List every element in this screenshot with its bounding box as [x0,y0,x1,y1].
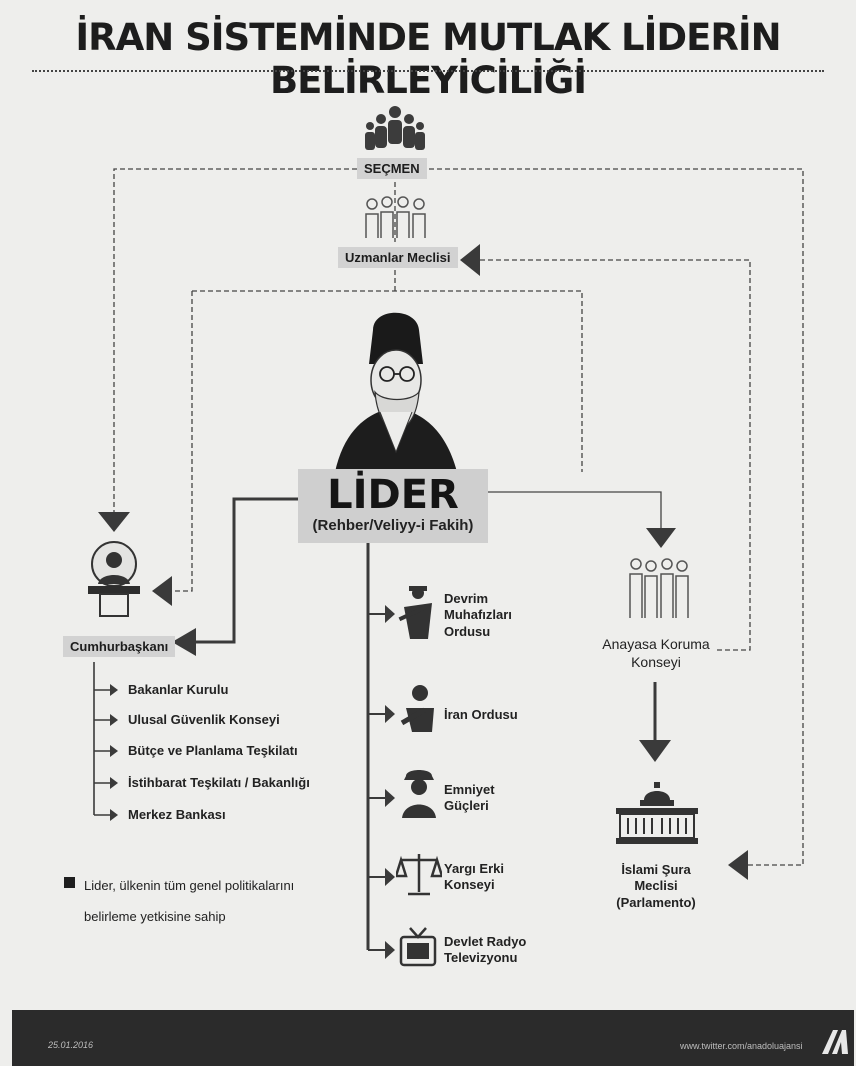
guardian-council-label: Anayasa Koruma Konseyi [602,636,710,670]
revolutionary-guard-icon [398,586,432,639]
footer-date: 25.01.2016 [48,1040,94,1050]
soldier-icon [400,685,434,732]
parliament-label: İslami Şura Meclisi (Parlamento) [596,862,716,911]
scales-icon [396,854,442,896]
anadolu-agency-logo-icon [822,1030,848,1054]
president-body-item: Bakanlar Kurulu [128,682,229,697]
police-icon [402,770,436,818]
arrow-to-assembly-icon [460,244,480,276]
voter-label: SEÇMEN [357,158,427,179]
leader-body-item: Emniyet Güçleri [444,782,495,814]
president-body-item: Ulusal Güvenlik Konseyi [128,712,280,727]
leader-body-item: Devlet Radyo Televizyonu [444,934,527,966]
page-title: İRAN SİSTEMİNDE MUTLAK LİDERİN BELİRLEYİ… [75,16,781,102]
voters-crowd-icon [365,106,425,150]
policy-note: Lider, ülkenin tüm genel politikalarını … [84,878,295,924]
arrow-to-president-side-icon [152,576,172,606]
title-divider [32,70,824,72]
arrow-leader-to-president-icon [172,628,196,656]
assembly-label: Uzmanlar Meclisi [338,247,458,268]
footer-bar: 25.01.2016 www.twitter.com/anadoluajansi [12,1010,854,1066]
president-body-item: İstihbarat Teşkilatı / Bakanlığı [128,775,310,790]
parliament-label-line1: İslami Şura [621,862,691,877]
parliament-label-line3: (Parlamento) [616,894,696,910]
leader-body-item: Devrim Muhafızları Ordusu [444,591,512,639]
assembly-clerics-icon [365,196,426,238]
flow-connectors [93,168,804,959]
footer-url: www.twitter.com/anadoluajansi [680,1041,803,1051]
arrow-guardian-to-parliament-icon [639,740,671,762]
arrow-to-parliament-icon [728,850,748,880]
leader-title: LİDER [327,472,459,518]
president-body-item: Merkez Bankası [128,807,226,822]
parliament-label-line2: Meclisi [634,878,678,894]
leader-body-item: Yargı Erki Konseyi [444,861,504,893]
tv-icon [399,927,437,967]
leader-portrait-icon [335,312,457,472]
leader-body-item: İran Ordusu [444,707,518,722]
guardian-council-icon [629,558,689,618]
note-bullet-icon [64,877,75,888]
arrow-to-guardian-icon [646,528,676,548]
arrow-to-president-icon [98,512,130,532]
president-label: Cumhurbaşkanı [63,636,176,657]
president-podium-icon [88,541,140,617]
parliament-building-icon [616,782,698,844]
leader-box: LİDER (Rehber/Veliyy-i Fakih) [298,469,488,543]
president-body-item: Bütçe ve Planlama Teşkilatı [128,743,298,758]
leader-subtitle: (Rehber/Veliyy-i Fakih) [312,517,474,534]
